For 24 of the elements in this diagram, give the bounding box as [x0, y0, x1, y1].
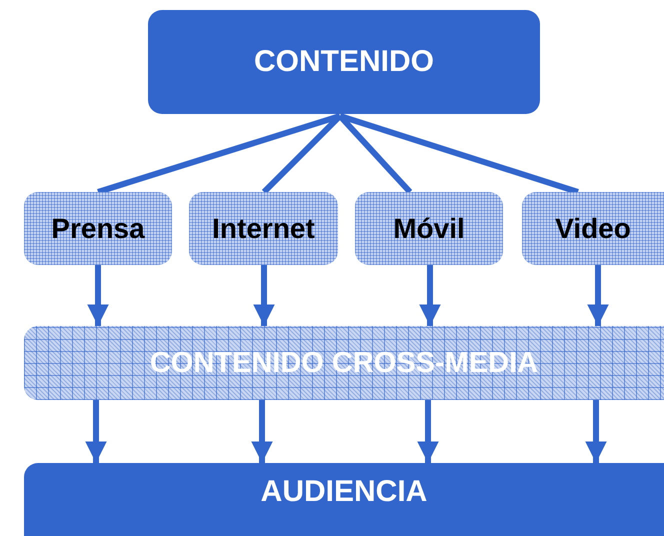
node-label: Prensa — [51, 212, 145, 244]
media-box — [355, 192, 503, 265]
arrow — [419, 265, 441, 326]
node-label: Video — [555, 212, 631, 244]
node-label: AUDIENCIA — [260, 475, 428, 509]
media-box — [24, 192, 172, 265]
connector-line — [97, 113, 341, 195]
arrow — [85, 400, 107, 463]
arrow — [417, 400, 439, 463]
top-box — [148, 10, 540, 114]
node-label: CONTENIDO — [254, 45, 434, 79]
arrow — [253, 265, 275, 326]
audience-bar — [24, 463, 664, 536]
media-box — [522, 192, 664, 265]
node-label: Internet — [212, 212, 315, 244]
connector-line — [339, 113, 579, 195]
arrow — [585, 400, 607, 463]
arrow — [251, 400, 273, 463]
node-label: Móvil — [393, 212, 465, 244]
connector-line — [262, 114, 342, 194]
arrow — [87, 265, 109, 326]
connector-line — [338, 114, 412, 194]
arrow — [587, 265, 609, 326]
media-box — [189, 192, 338, 265]
